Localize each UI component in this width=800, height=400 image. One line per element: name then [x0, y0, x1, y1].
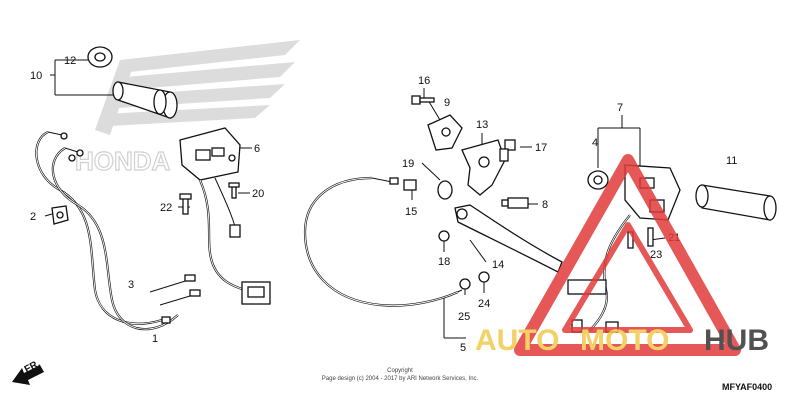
clutch-cable: [303, 176, 459, 307]
label-7: 7: [617, 102, 623, 114]
part-10-throttle-grip: [112, 81, 178, 119]
diagram-code: MFYAF0400: [722, 382, 772, 392]
part-18-bolt: [438, 230, 450, 242]
label-5: 5: [460, 342, 466, 354]
part-14-clutch-lever: [454, 204, 563, 273]
label-24: 24: [478, 298, 490, 310]
part-21-screw: [647, 227, 654, 247]
throttle-cables: [35, 130, 201, 331]
automotohub-watermark: AUTO MOTO HUB: [475, 154, 769, 357]
label-14: 14: [492, 259, 504, 271]
honda-text: HONDA: [75, 146, 171, 176]
label-6: 6: [254, 143, 260, 155]
part-8-switch: [501, 197, 529, 209]
warning-triangle-icon: [514, 154, 741, 356]
label-9: 9: [444, 97, 450, 109]
label-3: 3: [128, 279, 134, 291]
front-direction-arrow-icon: [12, 365, 44, 385]
copyright-line-2: Page design (c) 2004 - 2017 by ARI Netwo…: [322, 376, 479, 382]
part-16-bolt: [411, 95, 435, 105]
part-15-bolt: [403, 179, 417, 191]
label-16: 16: [418, 75, 430, 87]
label-20: 20: [252, 188, 264, 200]
label-4: 4: [592, 137, 598, 149]
label-18: 18: [438, 256, 450, 268]
watermark-text-moto: MOTO: [580, 324, 669, 357]
part-13-lever-bracket: [461, 139, 506, 196]
label-8: 8: [542, 199, 548, 211]
part-20-screw: [228, 182, 240, 199]
label-23: 23: [650, 249, 662, 261]
label-1: 1: [152, 333, 158, 345]
copyright-line-1: Copyright: [387, 368, 413, 374]
label-10: 10: [30, 70, 42, 82]
part-11-left-grip: [695, 184, 777, 221]
label-11: 11: [726, 155, 737, 167]
label-22: 22: [160, 202, 172, 214]
part-6-switch-housing: [179, 127, 241, 181]
part-19-adjuster: [437, 180, 453, 200]
honda-wing-watermark: HONDA: [74, 40, 300, 177]
part-25-nut: [459, 278, 471, 290]
label-19: 19: [402, 158, 414, 170]
switch-wiring: [198, 177, 271, 305]
label-15: 15: [405, 206, 417, 218]
watermark-text-hub: HUB: [704, 324, 769, 357]
label-13: 13: [476, 119, 488, 131]
leader-lines-center: [411, 88, 538, 339]
label-25: 25: [458, 311, 470, 323]
part-4-collar: [587, 170, 609, 190]
label-12: 12: [64, 55, 76, 67]
part-24-nut: [478, 271, 490, 283]
watermark-text-auto: AUTO: [475, 324, 559, 357]
part-12-collar: [87, 46, 113, 68]
label-17: 17: [535, 142, 547, 154]
part-2-clamp: [51, 205, 69, 225]
part-22-screw: [179, 193, 192, 215]
label-2: 2: [30, 211, 36, 223]
part-17-bolt: [499, 139, 516, 162]
part-9-holder: [427, 114, 463, 151]
